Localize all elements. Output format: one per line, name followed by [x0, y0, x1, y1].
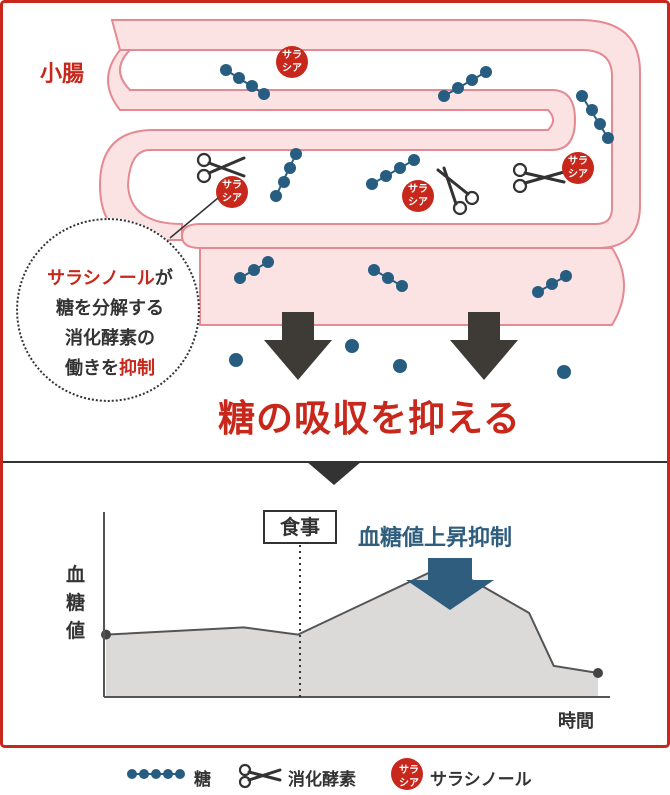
salacinol-explanation-bubble: サラシノールが 糖を分解する 消化酵素の 働きを抑制: [16, 218, 200, 402]
suppression-arrow: [406, 558, 494, 610]
y-axis-label-char: 血: [66, 564, 86, 586]
bubble-line-2: 糖を分解する: [56, 298, 164, 319]
bubble-line-4-highlight: 抑制: [119, 358, 155, 379]
badge-text: サラ: [222, 179, 242, 191]
bubble-line-4: 働きを抑制: [18, 354, 202, 380]
glucose-chain: [220, 64, 270, 100]
small-intestine-label: 小腸: [40, 62, 85, 87]
bubble-line-3: 消化酵素の: [65, 328, 155, 349]
legend-badge-text: シア: [399, 778, 419, 789]
salacinol-badge-icon: [562, 152, 594, 184]
badge-text: シア: [222, 192, 242, 204]
glucose-chain: [576, 90, 614, 144]
badge-text: シア: [282, 62, 302, 74]
badge-text: シア: [408, 196, 428, 208]
headline: 糖の吸収を抑える: [218, 397, 521, 440]
glucose-unit: [393, 359, 407, 373]
salacinol-badge-icon: [276, 46, 308, 78]
flow-arrow-right: [450, 312, 518, 380]
enzyme-scissors-icon: [436, 166, 480, 216]
glucose-unit: [557, 365, 571, 379]
divider-triangle: [306, 461, 362, 485]
glucose-chain: [438, 66, 492, 102]
bubble-line-4-rest: 働きを: [65, 358, 119, 379]
glucose-unit: [345, 339, 359, 353]
x-axis-label: 時間: [558, 711, 594, 732]
enzyme-scissors-icon: [196, 152, 246, 184]
badge-text: サラ: [282, 49, 302, 61]
glucose-chain: [270, 148, 302, 202]
enzyme-scissors-icon: [512, 162, 566, 194]
meal-label: 食事: [263, 510, 337, 544]
diagram-canvas: サラ シア サラ シア サラ シア サラ シア: [0, 0, 670, 748]
glucose-chain: [368, 264, 408, 292]
legend-salacinol-label: サラシノール: [430, 770, 532, 790]
y-axis-label-char: 値: [66, 620, 86, 642]
badge-text: シア: [568, 168, 588, 180]
bubble-line-1-rest: が: [154, 268, 173, 289]
legend: [127, 758, 423, 790]
small-intestine-middle: [98, 49, 577, 241]
suppression-label: 血糖値上昇抑制: [358, 526, 513, 551]
bubble-line-1: サラシノールが: [18, 264, 202, 290]
legend-glucose-label: 糖: [194, 770, 211, 790]
glucose-area: [106, 565, 598, 697]
legend-salacinol-badge-icon: [391, 758, 423, 790]
badge-text: サラ: [408, 183, 428, 195]
glucose-point: [101, 629, 111, 640]
legend-scissors-icon: [238, 763, 282, 789]
glucose-chain: [234, 256, 274, 284]
glucose-chains: [220, 64, 614, 379]
salacinol-badge-icon: [216, 176, 248, 208]
badge-text: サラ: [568, 155, 588, 167]
y-axis-label-char: 糖: [66, 592, 86, 614]
flow-arrow-left: [264, 312, 332, 380]
glucose-chain: [532, 270, 572, 298]
salacinol-badge-icon: [402, 180, 434, 212]
legend-enzyme-label: 消化酵素: [288, 770, 356, 790]
glucose-chain: [366, 154, 420, 190]
small-intestine-lower: [199, 247, 625, 326]
blood-glucose-chart: [101, 563, 603, 697]
legend-glucose-icon: [127, 769, 185, 779]
legend-badge-text: サラ: [399, 765, 419, 776]
glucose-point: [593, 668, 603, 678]
outer-frame: [0, 0, 670, 748]
bubble-line-1-highlight: サラシノール: [47, 268, 155, 289]
bubble-pointer: [169, 197, 219, 239]
glucose-unit: [229, 353, 243, 367]
